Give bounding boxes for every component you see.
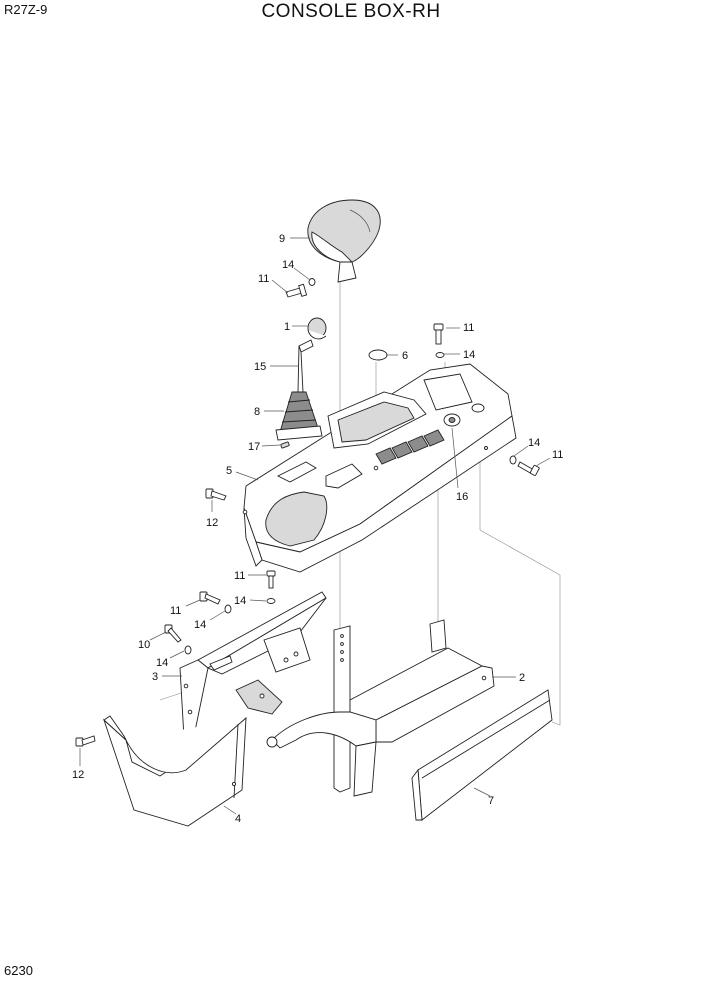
part-4-lower-cover [103,715,247,827]
callout-4: 4 [235,813,241,825]
callout-14: 14 [194,619,206,631]
callout-11: 11 [463,322,474,334]
part-9-armrest-cover [307,199,381,283]
callout-11: 11 [170,605,181,617]
leader-lines [79,237,551,815]
hardware-lower-left-screw-12 [75,735,96,747]
part-8-rubber-boot [275,391,323,441]
part-7-side-panel [411,689,553,821]
callout-2: 2 [519,672,525,684]
callout-9: 9 [279,233,285,245]
callout-11: 11 [234,570,245,582]
callout-7: 7 [488,795,494,807]
page-number: 6230 [4,963,33,978]
callout-11: 11 [552,449,563,461]
switch-panel [375,429,445,465]
callout-12: 12 [206,517,218,529]
callout-14: 14 [528,437,540,449]
part-5-console-box [242,363,517,573]
callout-14: 14 [234,595,246,607]
callout-10: 10 [138,639,150,651]
hardware-right-side [509,455,540,476]
part-17-pin [280,441,290,449]
part-3-bracket [179,591,327,739]
model-code: R27Z-9 [4,2,48,17]
callout-14: 14 [463,349,475,361]
page-title: CONSOLE BOX-RH [261,1,441,22]
hardware-left-screw-12 [205,488,227,501]
part-1-shift-knob [307,317,327,340]
hardware-upper-left [285,278,316,298]
callout-14: 14 [156,657,168,669]
part-6-plug [368,349,388,361]
hardware-bracket-bolts [164,570,276,655]
callout-15: 15 [254,361,266,373]
callout-numbers: 9 14 11 1 11 6 14 15 8 17 14 11 5 16 12 … [72,233,563,825]
callout-16: 16 [456,491,468,503]
callout-5: 5 [226,465,232,477]
callout-1: 1 [284,321,290,333]
callout-11: 11 [258,273,269,285]
callout-6: 6 [402,350,408,362]
callout-17: 17 [248,441,260,453]
callout-8: 8 [254,406,260,418]
part-2-frame-stand [266,619,495,797]
callout-14: 14 [282,259,294,271]
callout-3: 3 [152,671,158,683]
frame-stand-holes [340,634,344,662]
hardware-upper-right [433,323,445,358]
part-15-shift-lever [297,339,314,393]
callout-12: 12 [72,769,84,781]
